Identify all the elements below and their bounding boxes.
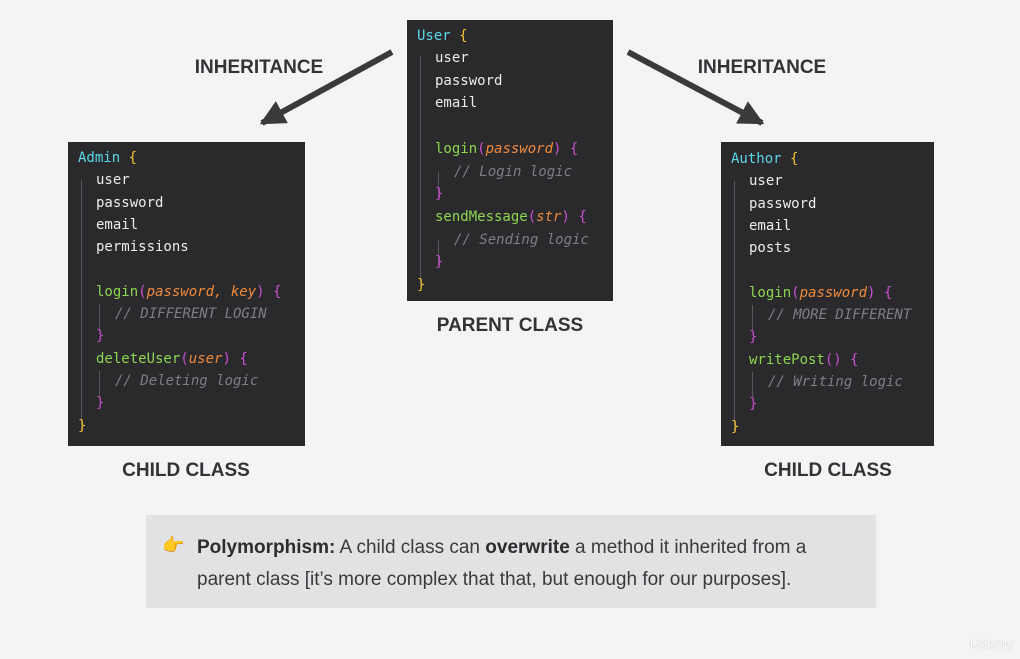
admin-method-login-params: password, key bbox=[146, 284, 257, 300]
author-prop: user bbox=[749, 173, 783, 189]
arrow-parent-to-admin bbox=[259, 49, 394, 126]
admin-class-code: Admin { user password email permissions … bbox=[68, 142, 305, 446]
author-prop: password bbox=[749, 196, 817, 212]
parent-comment-login: // Login logic bbox=[454, 164, 573, 180]
polymorphism-term: Polymorphism: bbox=[197, 537, 336, 558]
admin-comment-delete: // Deleting logic bbox=[115, 373, 259, 389]
admin-method-deleteuser-params: user bbox=[188, 351, 223, 367]
author-prop: posts bbox=[749, 240, 792, 256]
udemy-watermark: Udemy bbox=[969, 636, 1014, 652]
author-class-label: CHILD CLASS bbox=[764, 460, 892, 481]
inheritance-label-right: INHERITANCE bbox=[697, 57, 827, 78]
parent-prop: email bbox=[435, 95, 478, 111]
admin-prop: password bbox=[96, 195, 164, 211]
admin-prop: email bbox=[96, 217, 139, 233]
author-comment-write: // Writing logic bbox=[768, 374, 903, 390]
admin-class-label: CHILD CLASS bbox=[122, 460, 250, 481]
author-prop: email bbox=[749, 218, 792, 234]
author-method-login-params: password bbox=[799, 285, 868, 301]
parent-method-login: login bbox=[435, 141, 478, 157]
author-comment-login: // MORE DIFFERENT bbox=[768, 307, 912, 323]
overwrite-emphasis: overwrite bbox=[485, 537, 570, 558]
arrow-parent-to-author bbox=[626, 49, 765, 126]
admin-prop: permissions bbox=[96, 239, 189, 255]
parent-class-code: User { user password email login(passwor… bbox=[407, 20, 613, 301]
parent-method-login-params: password bbox=[485, 141, 554, 157]
parent-prop: password bbox=[435, 73, 503, 89]
admin-comment-login: // DIFFERENT LOGIN bbox=[115, 306, 267, 322]
admin-class-name: Admin bbox=[78, 150, 121, 166]
admin-method-deleteuser: deleteUser bbox=[96, 351, 181, 367]
polymorphism-text: Polymorphism: A child class can overwrit… bbox=[197, 537, 807, 590]
parent-comment-send: // Sending logic bbox=[454, 232, 589, 248]
author-class-code: Author { user password email posts login… bbox=[721, 142, 934, 446]
admin-method-login: login bbox=[96, 284, 139, 300]
parent-class-label: PARENT CLASS bbox=[436, 315, 584, 336]
parent-method-sendmessage: sendMessage bbox=[435, 209, 528, 225]
author-class-name: Author bbox=[731, 151, 782, 167]
admin-prop: user bbox=[96, 172, 130, 188]
parent-method-sendmessage-params: str bbox=[536, 209, 562, 225]
polymorphism-note: 👉 Polymorphism: A child class can overwr… bbox=[146, 515, 876, 608]
author-method-login: login bbox=[749, 285, 792, 301]
author-method-writepost: writePost bbox=[749, 352, 825, 368]
inheritance-label-left: INHERITANCE bbox=[194, 57, 324, 78]
parent-prop: user bbox=[435, 50, 469, 66]
parent-class-name: User bbox=[417, 28, 451, 44]
pointing-hand-icon: 👉 bbox=[162, 535, 185, 555]
